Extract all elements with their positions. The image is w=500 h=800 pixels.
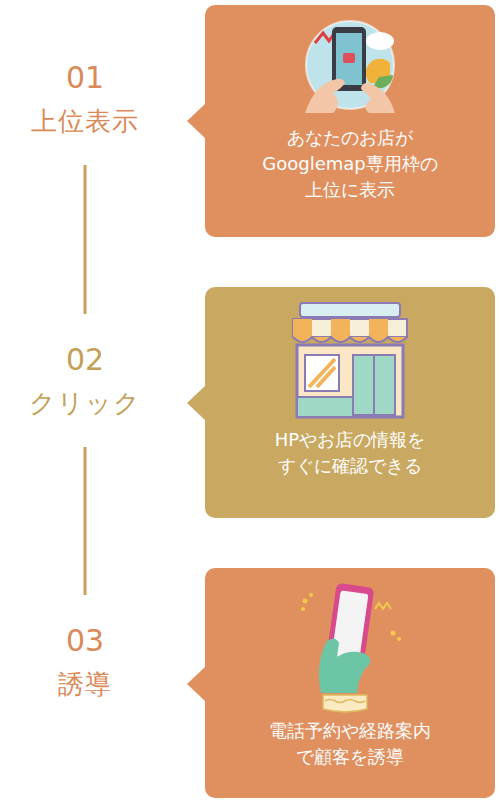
shop-illustration: [205, 297, 495, 422]
step-description: 電話予約や経路案内 で顧客を誘導: [230, 718, 470, 770]
step-heading: 上位表示: [5, 105, 165, 137]
step-connector: [84, 447, 87, 595]
step-node: HPやお店の情報を すぐに確認できる 02 クリック: [0, 287, 500, 518]
step-description: あなたのお店が Googlemap専用枠の 上位に表示: [230, 125, 470, 203]
step-node: 電話予約や経路案内 で顧客を誘導 03 誘導: [0, 568, 500, 798]
step-number: 02: [10, 342, 160, 378]
step-node: あなたのお店が Googlemap専用枠の 上位に表示 01 上位表示: [0, 5, 500, 237]
step-bubble: 電話予約や経路案内 で顧客を誘導: [205, 568, 495, 798]
step-description: HPやお店の情報を すぐに確認できる: [230, 427, 470, 479]
bubble-pointer: [187, 103, 206, 139]
step-number: 03: [10, 623, 160, 659]
step-connector: [84, 165, 87, 314]
step-bubble: HPやお店の情報を すぐに確認できる: [205, 287, 495, 518]
step-bubble: あなたのお店が Googlemap専用枠の 上位に表示: [205, 5, 495, 237]
step-heading: 誘導: [5, 668, 165, 700]
bubble-pointer: [187, 385, 206, 421]
step-number: 01: [10, 60, 160, 96]
phone-illustration: [205, 13, 495, 123]
bubble-pointer: [187, 666, 206, 702]
hand-phone-illustration: [205, 573, 495, 713]
step-heading: クリック: [5, 387, 165, 419]
